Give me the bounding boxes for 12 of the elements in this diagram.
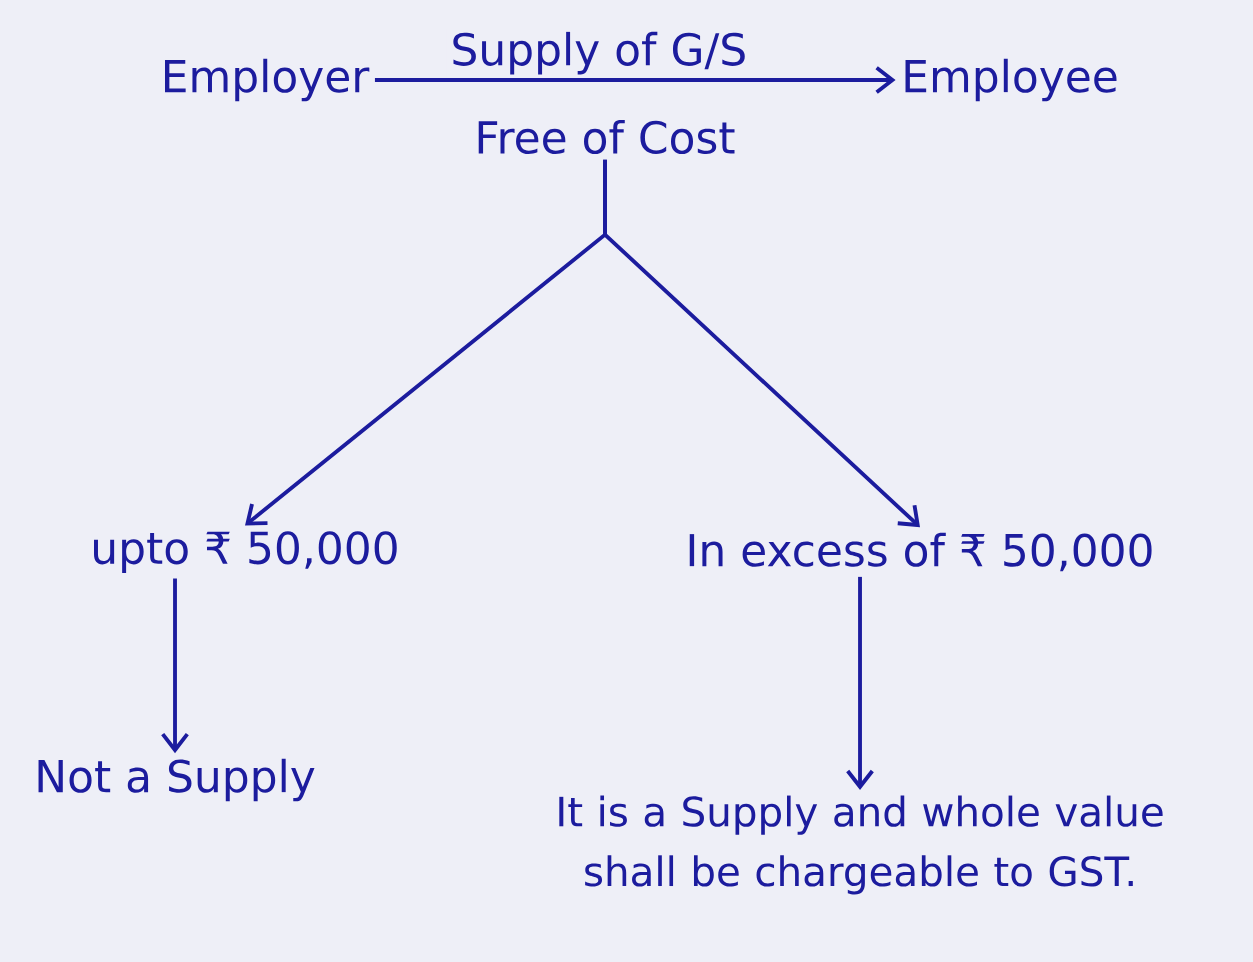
handwritten-text: Not a Supply	[38, 758, 315, 802]
edge-label: Supply of G/S	[453, 31, 745, 75]
arrow	[846, 576, 874, 790]
handwritten-text: Employee	[905, 58, 1117, 102]
arrow	[603, 159, 920, 528]
arrow	[161, 578, 189, 754]
handwritten-text: Employer	[165, 58, 370, 102]
handwritten-text: It is a Supply and whole value shall be chargeable to GST.	[559, 795, 1163, 895]
handwritten-text: upto ₹ 50,000	[94, 531, 397, 573]
arrow	[374, 66, 896, 94]
handwritten-text: Free of Cost	[478, 120, 735, 154]
handwritten-text: In excess of ₹ 50,000	[689, 532, 1152, 572]
